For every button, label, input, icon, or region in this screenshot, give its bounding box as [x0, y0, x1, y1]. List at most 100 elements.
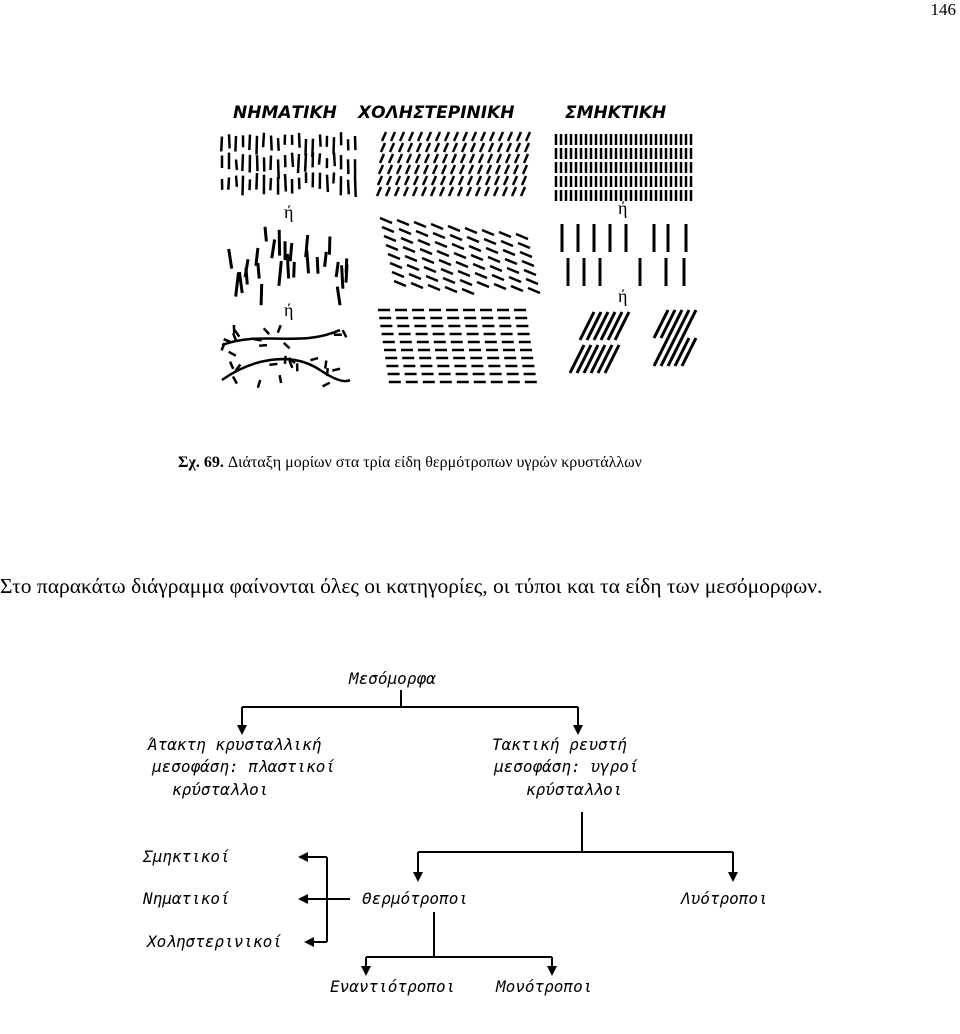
- cholesteric-molecule: [436, 249, 450, 258]
- nematic-molecule: [346, 179, 351, 195]
- nematic-molecule: [234, 135, 238, 152]
- liquid-crystal-figure: ΝΗΜΑΤΙΚΗ ΧΟΛΗΣΤΕΡΙΝΙΚΗ ΣΜΗΚΤΙΚΗ ή ή ή ή: [219, 103, 698, 389]
- smectic-molecule: [578, 311, 596, 341]
- nematic-molecule: [282, 341, 291, 350]
- cholesteric-molecule: [495, 153, 503, 164]
- cholesteric-molecule: [467, 164, 475, 175]
- cholesteric-molecule: [500, 239, 514, 248]
- header-nematic: ΝΗΜΑΤΙΚΗ: [233, 103, 337, 123]
- nematic-molecule: [227, 248, 234, 269]
- cholesteric-molecule: [464, 226, 478, 235]
- cholesteric-molecule: [380, 131, 388, 142]
- node-root: Μεσόμορφα: [348, 669, 436, 688]
- body-paragraph: Στο παρακάτω διάγραμμα φαίνονται όλες οι…: [0, 574, 823, 598]
- cholesteric-molecule: [411, 186, 419, 197]
- cholesteric-molecule: [491, 273, 505, 282]
- nematic-molecule: [332, 172, 336, 184]
- cholesteric-molecule: [432, 153, 440, 164]
- cholesteric-molecule: [393, 279, 407, 288]
- cholesteric-molecule: [412, 175, 420, 186]
- nematic-molecule: [255, 173, 259, 190]
- cholesteric-molecule: [461, 131, 469, 142]
- cholesteric-molecule: [379, 142, 387, 153]
- cholesteric-molecule: [434, 240, 448, 249]
- nematic-molecule: [237, 271, 244, 294]
- cholesteric-molecule: [403, 175, 411, 186]
- nematic-molecule: [325, 174, 330, 193]
- cholesteric-molecule: [478, 142, 486, 153]
- caption-text: Διάταξη μορίων στα τρία είδη θερμότροπων…: [227, 454, 642, 471]
- nematic-molecule: [335, 286, 342, 306]
- nematic-molecule: [322, 381, 331, 388]
- cholesteric-molecule: [389, 261, 403, 270]
- nematic-molecule: [277, 260, 283, 286]
- cholesteric-molecule: [472, 262, 486, 271]
- nematic-molecule: [353, 177, 357, 198]
- node-right-line-1: Τακτική ρευστή: [492, 735, 627, 754]
- nematic-molecule: [285, 253, 291, 279]
- cholesteric-molecule: [438, 186, 446, 197]
- nematic-molecule: [332, 137, 336, 155]
- cholesteric-molecule: [513, 153, 521, 164]
- cholesteric-molecule: [474, 271, 488, 280]
- cholesteric-molecule: [387, 153, 395, 164]
- cholesteric-molecule: [383, 234, 397, 243]
- nematic-molecule: [297, 132, 301, 148]
- cholesteric-molecule: [493, 282, 507, 291]
- cholesteric-molecule: [512, 164, 520, 175]
- nematic-molecule: [233, 329, 241, 338]
- cholesteric-molecule: [458, 164, 466, 175]
- nematic-molecule: [283, 174, 288, 192]
- node-thermotropic: Θερμότροποι: [362, 889, 468, 908]
- smectic-molecule: [673, 309, 691, 339]
- cholesteric-molecule: [488, 131, 496, 142]
- cholesteric-molecule: [447, 224, 461, 233]
- cholesteric-molecule: [494, 164, 502, 175]
- cholesteric-molecule: [517, 241, 531, 250]
- smectic-molecule: [680, 337, 698, 367]
- nematic-molecule: [270, 239, 277, 259]
- nematic-molecule: [332, 152, 337, 167]
- smectic-molecule: [666, 337, 684, 367]
- cholesteric-molecule: [447, 186, 455, 197]
- nematic-molecule: [278, 374, 283, 384]
- smectic-molecule: [666, 309, 684, 339]
- cholesteric-molecule: [421, 256, 435, 265]
- node-smectic: Σμηκτικοί: [142, 847, 230, 866]
- nematic-molecule: [256, 379, 262, 389]
- cholesteric-molecule: [521, 259, 535, 268]
- cholesteric-molecule: [492, 186, 500, 197]
- cholesteric-molecule: [395, 164, 403, 175]
- or-label-smectic-1: ή: [618, 198, 627, 218]
- smectic-molecule: [603, 344, 621, 374]
- smectic-molecule: [613, 311, 631, 341]
- cholesteric-molecule: [485, 164, 493, 175]
- cholesteric-molecule: [414, 153, 422, 164]
- cholesteric-molecule: [459, 278, 473, 287]
- nematic-molecule: [253, 337, 262, 342]
- cholesteric-molecule: [519, 250, 533, 259]
- nematic-molecule: [269, 135, 273, 151]
- nematic-molecule: [288, 357, 296, 364]
- cholesteric-molecule: [468, 244, 482, 253]
- nematic-molecule: [303, 153, 308, 172]
- nematic-molecule: [269, 155, 273, 171]
- cholesteric-molecule: [457, 175, 465, 186]
- cholesteric-molecule: [417, 238, 431, 247]
- smectic-molecule: [659, 337, 677, 367]
- cholesteric-molecule: [449, 233, 463, 242]
- cholesteric-molecule: [439, 175, 447, 186]
- cholesteric-molecule: [384, 186, 392, 197]
- cholesteric-molecule: [398, 131, 406, 142]
- nematic-molecule: [234, 363, 242, 372]
- nematic-molecule: [292, 261, 296, 278]
- cholesteric-molecule: [487, 255, 501, 264]
- cholesteric-molecule: [485, 246, 499, 255]
- smectic-molecule: [606, 311, 624, 341]
- nematic-molecule: [323, 251, 328, 267]
- cholesteric-molecule: [427, 283, 441, 292]
- cholesteric-molecule: [413, 164, 421, 175]
- cholesteric-molecule: [484, 175, 492, 186]
- node-left-line-1: Άτακτη κρυσταλλική: [147, 735, 322, 754]
- cholesteric-molecule: [520, 175, 528, 186]
